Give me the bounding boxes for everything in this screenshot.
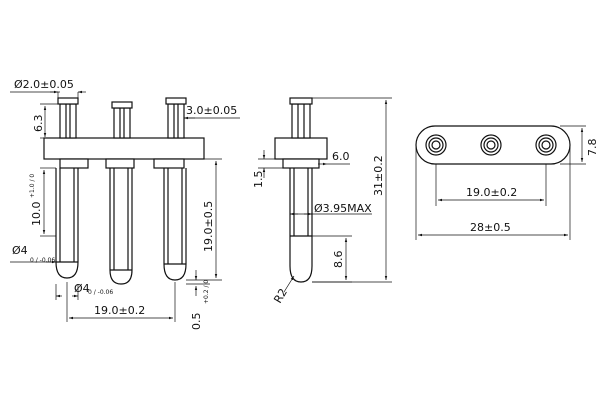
pin-top-left	[57, 97, 79, 139]
side-top-pin	[291, 103, 311, 139]
dim-bottom-offset-tol: +0.2 / 0	[203, 280, 210, 304]
side-pin	[289, 168, 313, 283]
top-view: 7.8 19.0±0.2 28±0.5	[415, 125, 599, 240]
dim-pin-dia-bottom-tol: 0 / -0.06	[88, 289, 113, 296]
dim-pin-head-dia: Ø2.0±0.05	[14, 78, 74, 91]
dim-head-width: 3.0±0.05	[186, 104, 237, 117]
collar-left	[59, 158, 89, 169]
dim-pin-dia-left: Ø4	[12, 244, 28, 257]
dim-max-dia: Ø3.95MAX	[314, 202, 372, 215]
dim-pin-spacing-front: 19.0±0.2	[94, 304, 145, 317]
dim-pin-dia-left-tol: 0 / -0.06	[30, 257, 55, 264]
dim-collar-height: 1.5	[252, 171, 265, 189]
pin-mid	[109, 168, 133, 285]
top-hole-mid	[480, 134, 502, 156]
side-view: 6.0 1.5 Ø3.95MAX 8.6 R2 31±0.2	[252, 97, 392, 306]
side-collar	[282, 158, 320, 169]
dim-overall-length: 28±0.5	[470, 221, 511, 234]
dim-top-spacing: 19.0±0.2	[466, 186, 517, 199]
side-body	[274, 137, 328, 160]
body-bar	[43, 137, 205, 160]
dim-tip-length: 8.6	[332, 251, 345, 269]
pin-top-mid	[111, 101, 133, 139]
dim-pin-length-tol: +1.0 / 0	[29, 174, 36, 198]
dim-body-thickness: 6.0	[332, 150, 350, 163]
dim-pin-dia-bottom: Ø4	[74, 282, 90, 295]
dim-total-length: 31±0.2	[372, 155, 385, 196]
pin-top-right	[165, 97, 187, 139]
pin-left	[55, 168, 79, 279]
front-view: Ø2.0±0.05 6.3 3.0±0.05 10.0 +1.0 / 0 Ø4 …	[10, 78, 240, 330]
dim-top-width: 7.8	[586, 139, 599, 157]
top-hole-left	[425, 134, 447, 156]
pin-right	[163, 168, 187, 281]
dim-insert-length: 19.0±0.5	[202, 201, 215, 252]
dim-pin-length: 10.0	[30, 202, 43, 227]
top-hole-right	[535, 134, 557, 156]
collar-right	[153, 158, 185, 169]
dim-tip-radius: R2	[271, 286, 290, 305]
top-body	[415, 125, 571, 165]
side-top-head	[289, 97, 313, 105]
collar-mid	[105, 158, 135, 169]
dim-bottom-offset: 0.5	[190, 313, 203, 331]
dim-pin-top-height: 6.3	[32, 115, 45, 133]
